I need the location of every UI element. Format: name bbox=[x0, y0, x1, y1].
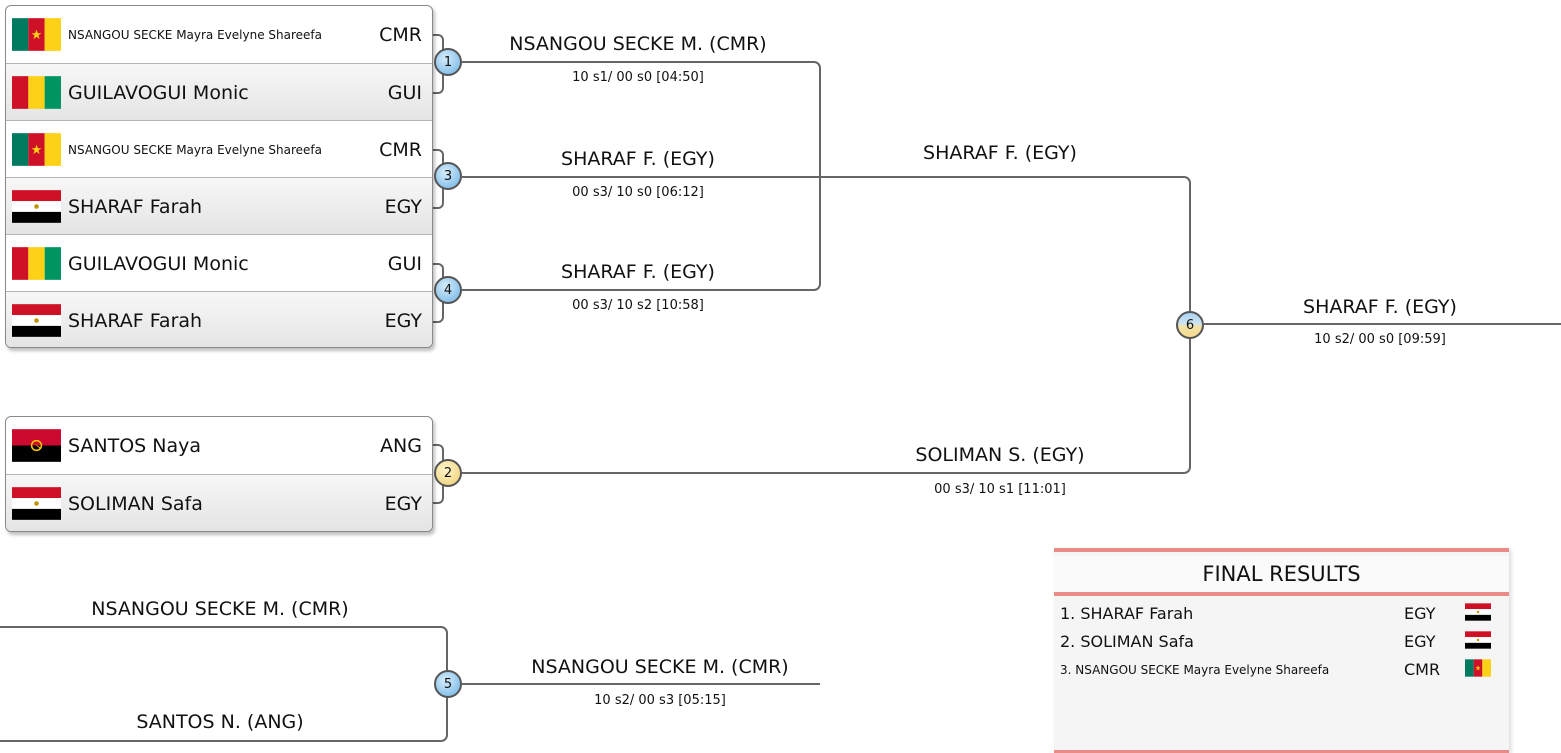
country-code: EGY bbox=[384, 309, 422, 332]
match-4-bubble[interactable]: 4 bbox=[434, 276, 462, 304]
result-row: 3. NSANGOU SECKE Mayra Evelyne Shareefa … bbox=[1060, 656, 1500, 684]
competitor-row[interactable]: SOLIMAN Safa EGY bbox=[6, 474, 432, 531]
match-5-bubble[interactable]: 5 bbox=[434, 670, 462, 698]
egypt-flag-icon bbox=[1465, 630, 1491, 650]
match-5-bottom-competitor: SANTOS N. (ANG) bbox=[136, 711, 304, 733]
result-country-code: CMR bbox=[1404, 660, 1441, 679]
match-3-bubble[interactable]: 3 bbox=[434, 162, 462, 190]
match-2-score: 00 s3/ 10 s1 [11:01] bbox=[934, 482, 1066, 497]
competitor-name: SANTOS Naya bbox=[68, 434, 202, 457]
result-row: 1. SHARAF Farah EGY bbox=[1060, 600, 1500, 628]
match-6-winner: SHARAF F. (EGY) bbox=[1303, 296, 1457, 318]
competitor-row[interactable]: NSANGOU SECKE Mayra Evelyne Shareefa CMR bbox=[6, 120, 432, 178]
competitor-name: GUILAVOGUI Monic bbox=[68, 81, 249, 104]
match-1-score: 10 s1/ 00 s0 [04:50] bbox=[572, 70, 704, 85]
result-country-code: EGY bbox=[1404, 604, 1436, 623]
competitor-row[interactable]: SHARAF Farah EGY bbox=[6, 177, 432, 235]
country-code: GUI bbox=[387, 81, 422, 104]
pool-winner: SHARAF F. (EGY) bbox=[923, 142, 1077, 164]
cameroon-flag-icon bbox=[12, 16, 61, 53]
angola-flag-icon bbox=[12, 427, 61, 464]
match-4-score: 00 s3/ 10 s2 [10:58] bbox=[572, 298, 704, 313]
cameroon-flag-icon bbox=[1465, 658, 1491, 678]
competitor-row[interactable]: GUILAVOGUI Monic GUI bbox=[6, 63, 432, 121]
competitor-row[interactable]: SHARAF Farah EGY bbox=[6, 291, 432, 347]
competitor-name: SHARAF Farah bbox=[68, 309, 203, 332]
competitor-row[interactable]: SANTOS Naya ANG bbox=[6, 417, 432, 474]
match-4-winner: SHARAF F. (EGY) bbox=[561, 261, 715, 283]
country-code: CMR bbox=[379, 138, 422, 161]
competitor-name: SOLIMAN Safa bbox=[68, 492, 203, 515]
country-code: GUI bbox=[387, 252, 422, 275]
competitor-name: GUILAVOGUI Monic bbox=[68, 252, 249, 275]
pool-b-box: SANTOS Naya ANG SOLIMAN Safa EGY bbox=[5, 416, 433, 532]
cameroon-flag-icon bbox=[12, 131, 61, 168]
egypt-flag-icon bbox=[1465, 602, 1491, 622]
guinea-flag-icon bbox=[12, 245, 61, 282]
match-1-bubble[interactable]: 1 bbox=[434, 48, 462, 76]
result-label: 1. SHARAF Farah bbox=[1060, 604, 1194, 623]
result-label: 3. NSANGOU SECKE Mayra Evelyne Shareefa bbox=[1060, 663, 1330, 677]
guinea-flag-icon bbox=[12, 74, 61, 111]
match-6-bubble[interactable]: 6 bbox=[1176, 311, 1204, 339]
match-5-score: 10 s2/ 00 s3 [05:15] bbox=[594, 693, 726, 708]
competitor-row[interactable]: NSANGOU SECKE Mayra Evelyne Shareefa CMR bbox=[6, 6, 432, 63]
match-1-winner: NSANGOU SECKE M. (CMR) bbox=[509, 33, 767, 55]
egypt-flag-icon bbox=[12, 302, 61, 339]
competitor-name: NSANGOU SECKE Mayra Evelyne Shareefa bbox=[68, 27, 322, 42]
match-5-winner: NSANGOU SECKE M. (CMR) bbox=[531, 656, 789, 678]
country-code: ANG bbox=[380, 434, 422, 457]
result-row: 2. SOLIMAN Safa EGY bbox=[1060, 628, 1500, 656]
match-2-winner: SOLIMAN S. (EGY) bbox=[915, 444, 1085, 466]
competitor-row[interactable]: GUILAVOGUI Monic GUI bbox=[6, 234, 432, 292]
country-code: CMR bbox=[379, 23, 422, 46]
country-code: EGY bbox=[384, 492, 422, 515]
match-3-score: 00 s3/ 10 s0 [06:12] bbox=[572, 185, 704, 200]
final-results-panel: FINAL RESULTS 1. SHARAF Farah EGY 2. SOL… bbox=[1054, 548, 1509, 753]
match-3-winner: SHARAF F. (EGY) bbox=[561, 148, 715, 170]
competitor-name: SHARAF Farah bbox=[68, 195, 203, 218]
result-label: 2. SOLIMAN Safa bbox=[1060, 632, 1194, 651]
competitor-name: NSANGOU SECKE Mayra Evelyne Shareefa bbox=[68, 142, 322, 157]
match-5-top-competitor: NSANGOU SECKE M. (CMR) bbox=[91, 598, 349, 620]
pool-a-box: NSANGOU SECKE Mayra Evelyne Shareefa CMR… bbox=[5, 5, 433, 348]
final-results-title: FINAL RESULTS bbox=[1054, 556, 1509, 596]
match-6-score: 10 s2/ 00 s0 [09:59] bbox=[1314, 332, 1446, 347]
egypt-flag-icon bbox=[12, 485, 61, 522]
egypt-flag-icon bbox=[12, 188, 61, 225]
country-code: EGY bbox=[384, 195, 422, 218]
result-country-code: EGY bbox=[1404, 632, 1436, 651]
match-2-bubble[interactable]: 2 bbox=[434, 459, 462, 487]
